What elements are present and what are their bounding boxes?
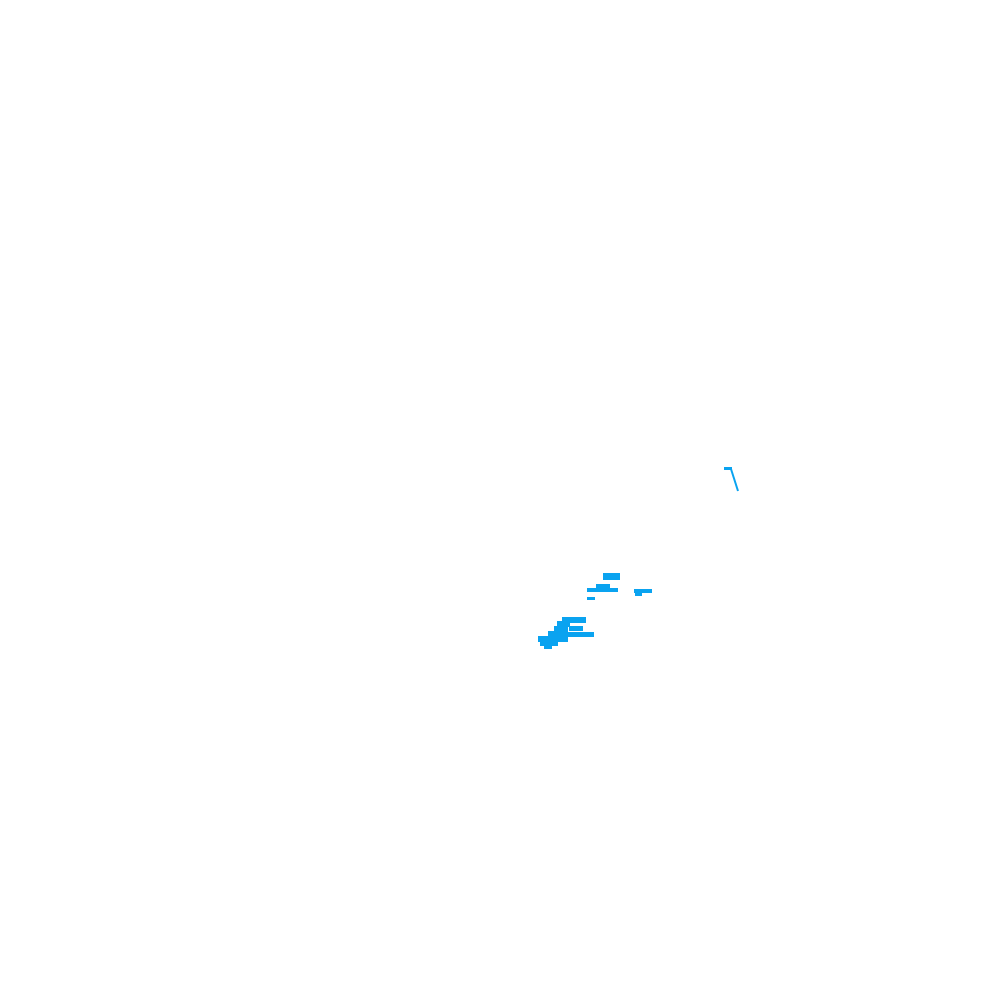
water-feature-main-cluster: [538, 617, 594, 649]
water-feature-upper-stream: [724, 467, 739, 492]
water-feature-mid-patches: [587, 573, 652, 600]
